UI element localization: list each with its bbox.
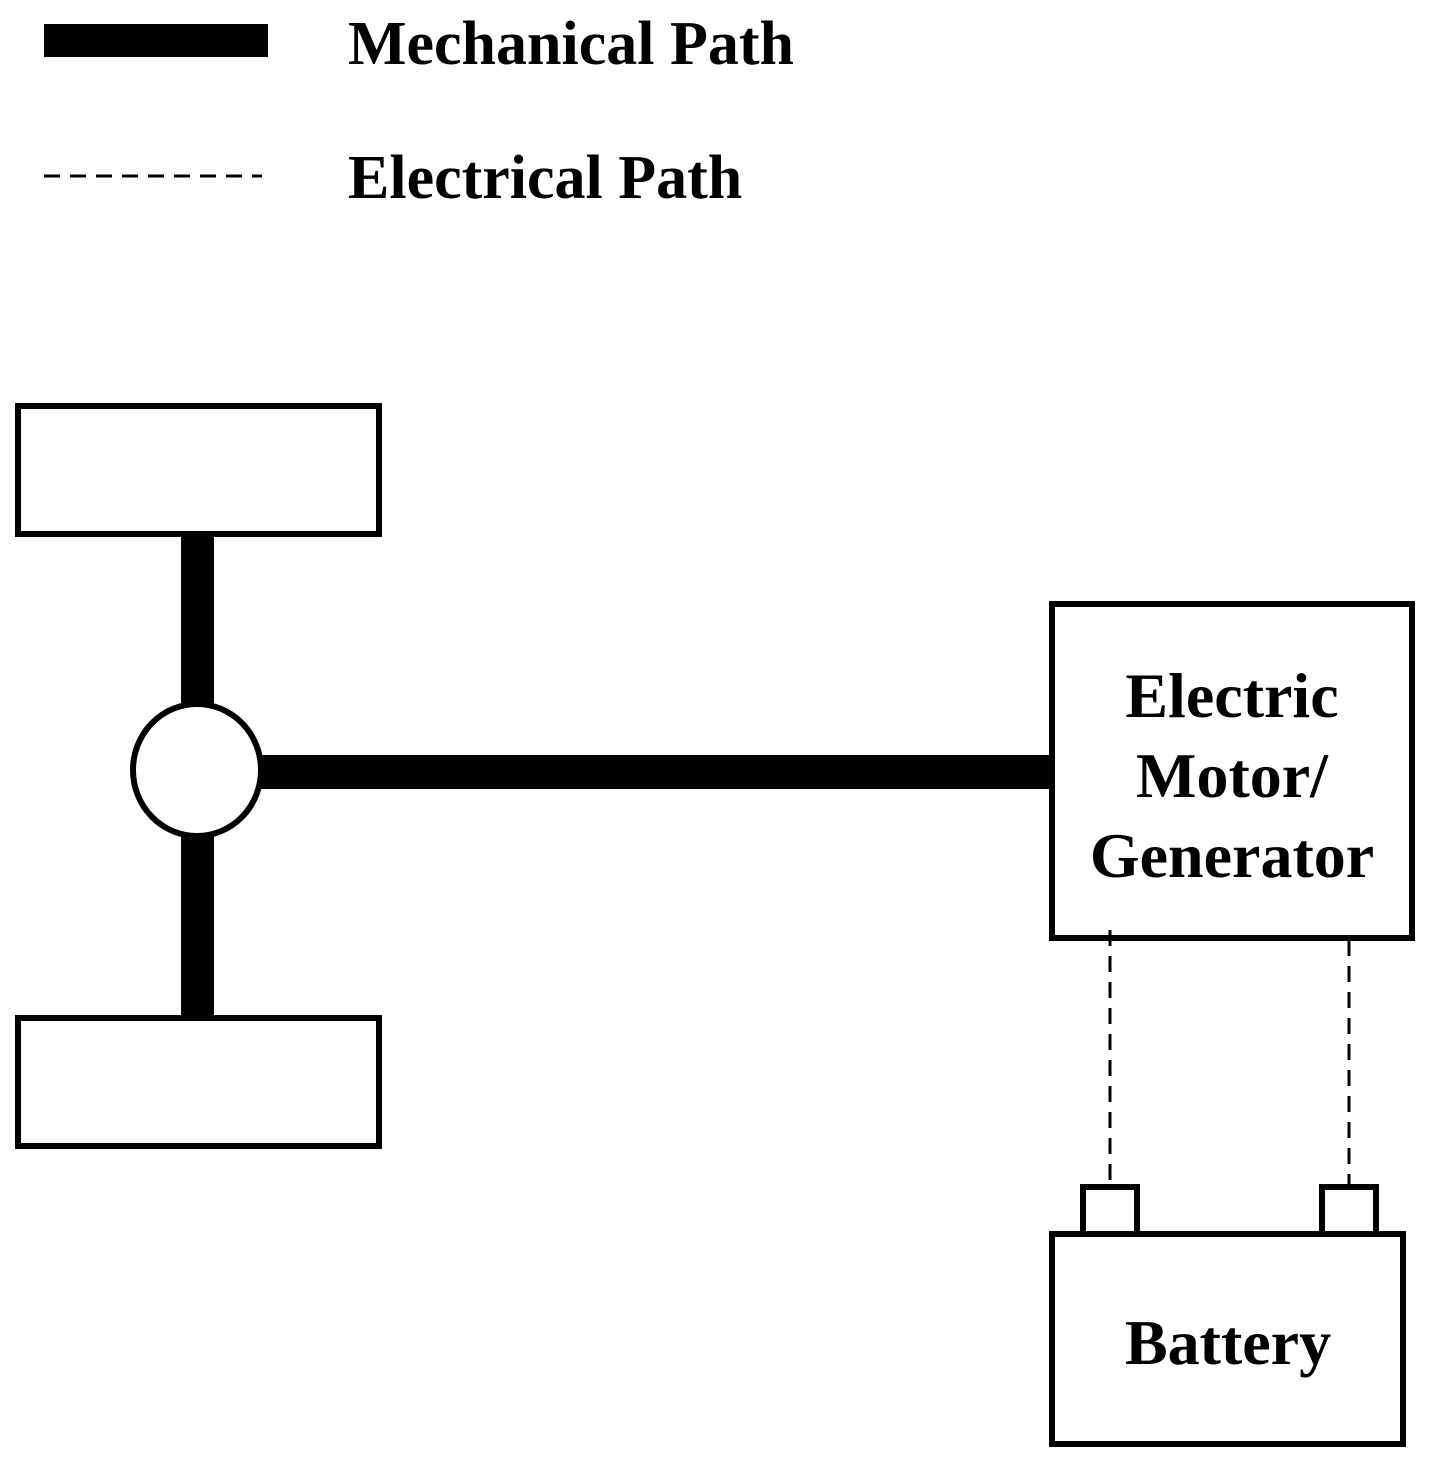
battery-label: Battery [1125, 1307, 1331, 1378]
differential [130, 701, 264, 839]
lower-axle-shaft [181, 834, 214, 1020]
motor-generator-box [1049, 601, 1415, 941]
lower-wheel [15, 1015, 382, 1149]
motor-label-line2: Motor/ [1136, 740, 1329, 811]
upper-axle-shaft [181, 533, 214, 709]
drive-shaft [258, 755, 1052, 789]
motor-label-line3: Generator [1090, 820, 1374, 891]
battery-block: Battery [1049, 1184, 1406, 1447]
motor-generator-block: Electric Motor/ Generator [1049, 601, 1415, 941]
motor-label-line1: Electric [1125, 660, 1338, 731]
legend-mechanical-swatch [44, 24, 268, 57]
battery-terminal-left [1080, 1184, 1140, 1238]
legend: Mechanical Path Electrical Path [44, 10, 794, 212]
legend-electrical-label: Electrical Path [348, 144, 742, 212]
battery-terminal-right [1319, 1184, 1379, 1238]
battery-box [1049, 1231, 1406, 1447]
upper-wheel [15, 403, 382, 537]
legend-mechanical-label: Mechanical Path [348, 10, 794, 78]
